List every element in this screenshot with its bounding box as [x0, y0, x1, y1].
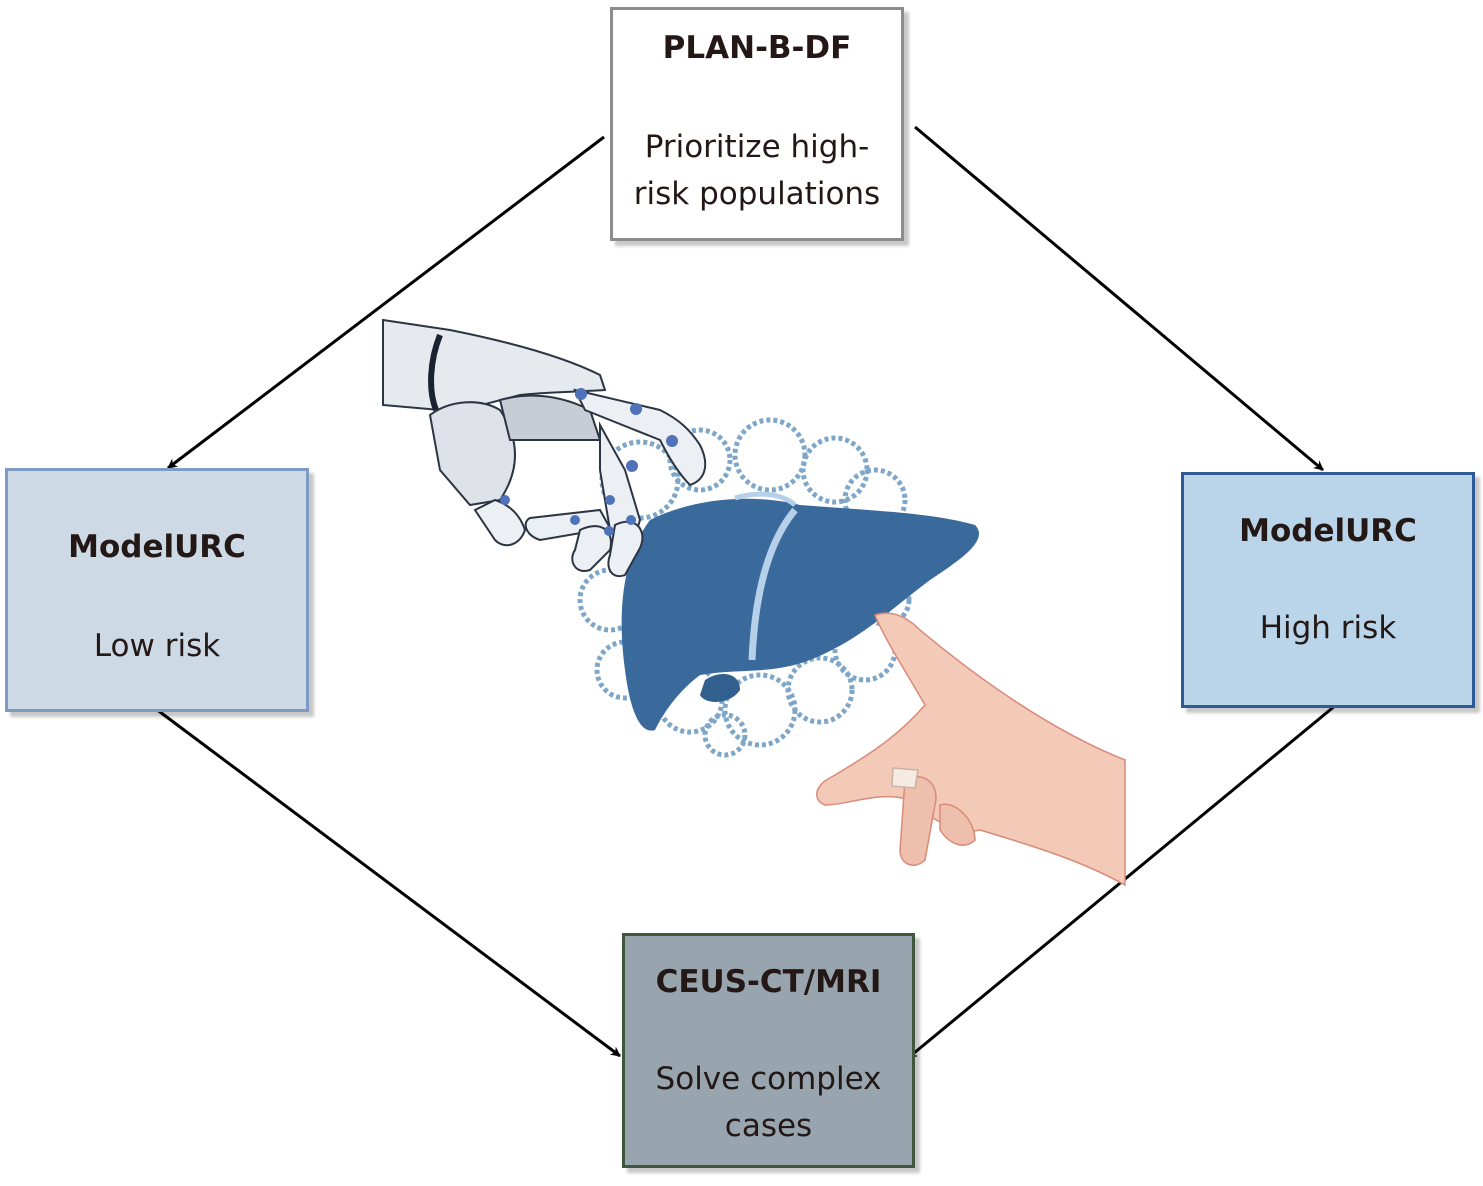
- node-description: High risk: [1259, 610, 1397, 646]
- node-description: Solve complex cases: [655, 1061, 882, 1144]
- human-hand-icon: [816, 612, 1126, 887]
- arrow-top-to-left: [167, 135, 605, 470]
- node-title: CEUS-CT/MRI: [655, 964, 882, 1000]
- arrow-left-to-bottom: [155, 707, 621, 1058]
- node-plan-b-df: PLAN-B-DF Prioritize high-risk populatio…: [610, 7, 904, 241]
- arrow-top-to-right: [914, 125, 1324, 472]
- node-title: ModelURC: [68, 529, 246, 565]
- node-ceus-ct-mri: CEUS-CT/MRI Solve complex cases: [622, 933, 915, 1168]
- robot-hand-icon: [382, 318, 707, 578]
- node-title: PLAN-B-DF: [662, 30, 852, 66]
- liver-icon: [621, 491, 979, 731]
- node-description: Prioritize high-risk populations: [633, 129, 881, 212]
- node-title: ModelURC: [1239, 513, 1417, 549]
- node-description: Low risk: [93, 628, 221, 664]
- node-modelurc-low-risk: ModelURC Low risk: [5, 468, 309, 712]
- node-modelurc-high-risk: ModelURC High risk: [1181, 472, 1475, 708]
